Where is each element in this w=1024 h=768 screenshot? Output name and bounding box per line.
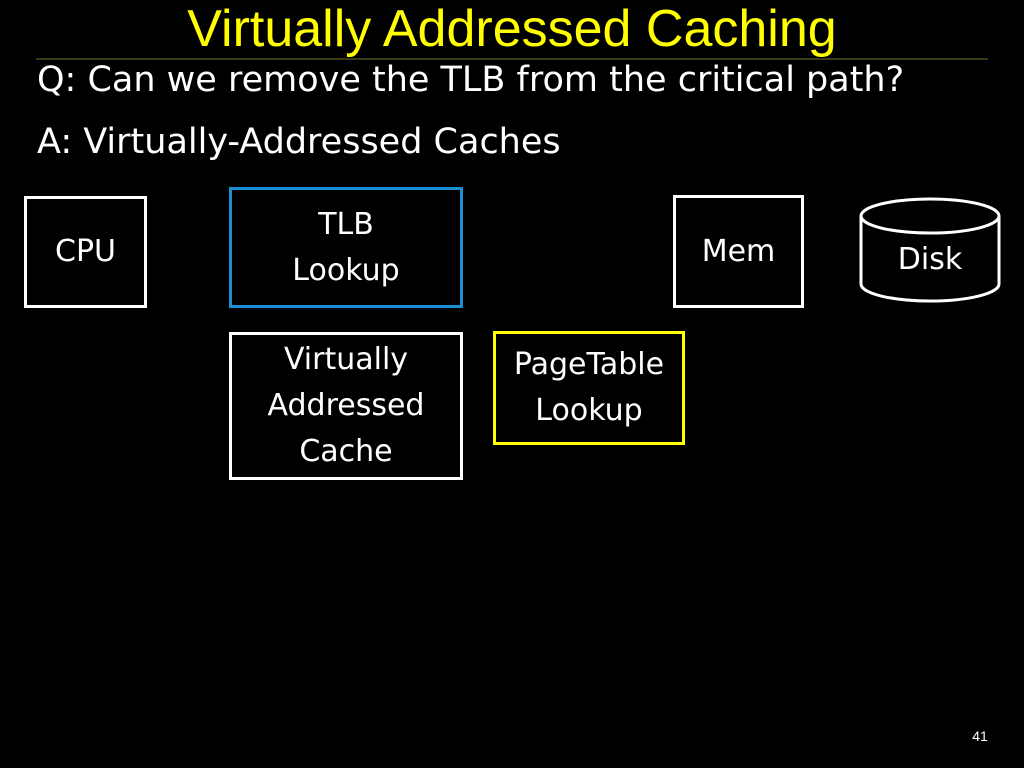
- question-text: Q: Can we remove the TLB from the critic…: [37, 60, 905, 100]
- answer-text: A: Virtually-Addressed Caches: [37, 122, 561, 162]
- page-table-label-line2: Lookup: [535, 393, 643, 428]
- cache-label-line1: Virtually: [283, 342, 409, 377]
- page-number: 41: [972, 728, 988, 744]
- cpu-label: CPU: [55, 234, 116, 269]
- tlb-label-line2: Lookup: [292, 252, 400, 288]
- page-table-label-line1: PageTable: [513, 347, 665, 382]
- virtually-addressed-cache-box: Virtually Addressed Cache: [229, 332, 463, 480]
- page-table-lookup-box: PageTable Lookup: [493, 331, 685, 445]
- tlb-label-line1: TLB: [318, 206, 374, 242]
- cache-label-line2: Addressed: [267, 388, 425, 423]
- cache-label-line3: Cache: [299, 434, 393, 469]
- disk-label: Disk: [897, 242, 963, 277]
- mem-box: Mem: [673, 195, 804, 308]
- cpu-box: CPU: [24, 196, 147, 308]
- title-underline: [36, 58, 988, 60]
- tlb-lookup-box: TLB Lookup: [229, 187, 463, 308]
- disk-cylinder: Disk: [858, 196, 1002, 306]
- disk-icon: [859, 197, 1001, 303]
- slide-title: Virtually Addressed Caching: [187, 0, 837, 58]
- mem-label: Mem: [701, 233, 776, 269]
